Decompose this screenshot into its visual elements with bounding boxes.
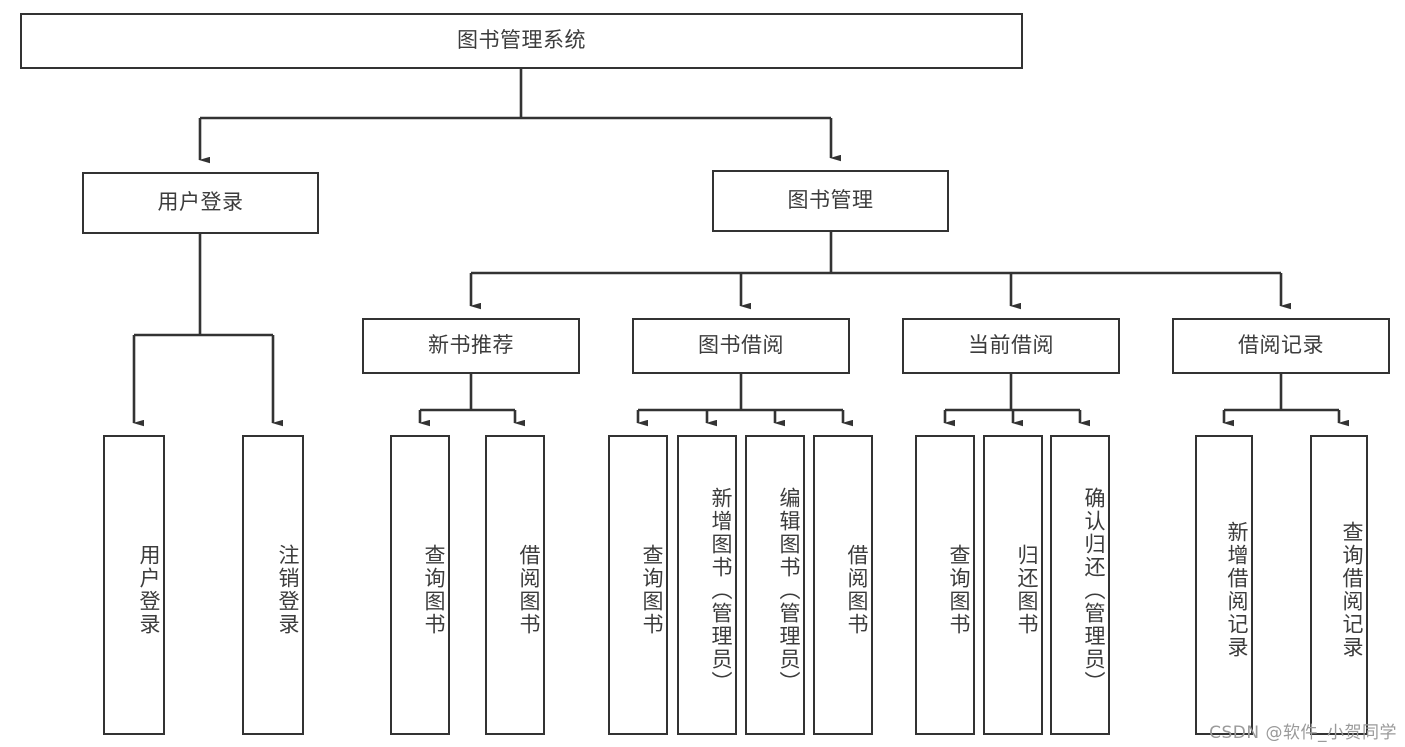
node-leaf-query-book-rec[interactable]: 查询图书 — [390, 435, 450, 735]
node-label: 新增借阅记录 — [1225, 521, 1249, 659]
node-level3-borrow-record[interactable]: 借阅记录 — [1172, 318, 1390, 374]
node-label: 查询图书 — [947, 544, 971, 636]
node-leaf-query-borrow-record[interactable]: 查询借阅记录 — [1310, 435, 1368, 735]
node-leaf-query-book-borrow[interactable]: 查询图书 — [608, 435, 668, 735]
node-level2-user-login[interactable]: 用户登录 — [82, 172, 319, 234]
node-label: 图书管理系统 — [457, 28, 586, 53]
node-label: 借阅图书 — [517, 544, 541, 636]
node-root[interactable]: 图书管理系统 — [20, 13, 1023, 69]
node-label: 确认归还（管理员） — [1082, 486, 1106, 694]
node-leaf-edit-book-admin[interactable]: 编辑图书（管理员） — [745, 435, 805, 735]
node-leaf-add-borrow-record[interactable]: 新增借阅记录 — [1195, 435, 1253, 735]
node-label: 注销登录 — [276, 544, 300, 636]
node-leaf-logout[interactable]: 注销登录 — [242, 435, 304, 735]
node-label: 新增图书（管理员） — [709, 486, 733, 694]
node-label: 借阅图书 — [845, 544, 869, 636]
node-leaf-confirm-return-admin[interactable]: 确认归还（管理员） — [1050, 435, 1110, 735]
node-leaf-borrow-book-rec[interactable]: 借阅图书 — [485, 435, 545, 735]
node-label: 编辑图书（管理员） — [777, 486, 801, 694]
node-leaf-query-book-current[interactable]: 查询图书 — [915, 435, 975, 735]
node-level3-new-book-recommend[interactable]: 新书推荐 — [362, 318, 580, 374]
node-label: 当前借阅 — [968, 333, 1054, 358]
node-label: 查询图书 — [640, 544, 664, 636]
node-label: 图书借阅 — [698, 333, 784, 358]
node-leaf-return-book[interactable]: 归还图书 — [983, 435, 1043, 735]
node-label: 新书推荐 — [428, 333, 514, 358]
node-leaf-borrow-book[interactable]: 借阅图书 — [813, 435, 873, 735]
node-label: 查询图书 — [422, 544, 446, 636]
node-leaf-add-book-admin[interactable]: 新增图书（管理员） — [677, 435, 737, 735]
node-leaf-user-login[interactable]: 用户登录 — [103, 435, 165, 735]
node-level3-book-borrow[interactable]: 图书借阅 — [632, 318, 850, 374]
node-label: 用户登录 — [137, 544, 161, 636]
node-level3-current-borrow[interactable]: 当前借阅 — [902, 318, 1120, 374]
node-level2-book-management[interactable]: 图书管理 — [712, 170, 949, 232]
watermark: CSDN @软件_小贺同学 — [1209, 723, 1397, 743]
node-label: 借阅记录 — [1238, 333, 1324, 358]
node-label: 图书管理 — [787, 188, 874, 213]
node-label: 查询借阅记录 — [1340, 521, 1364, 659]
node-label: 归还图书 — [1015, 544, 1039, 636]
node-label: 用户登录 — [157, 190, 244, 215]
